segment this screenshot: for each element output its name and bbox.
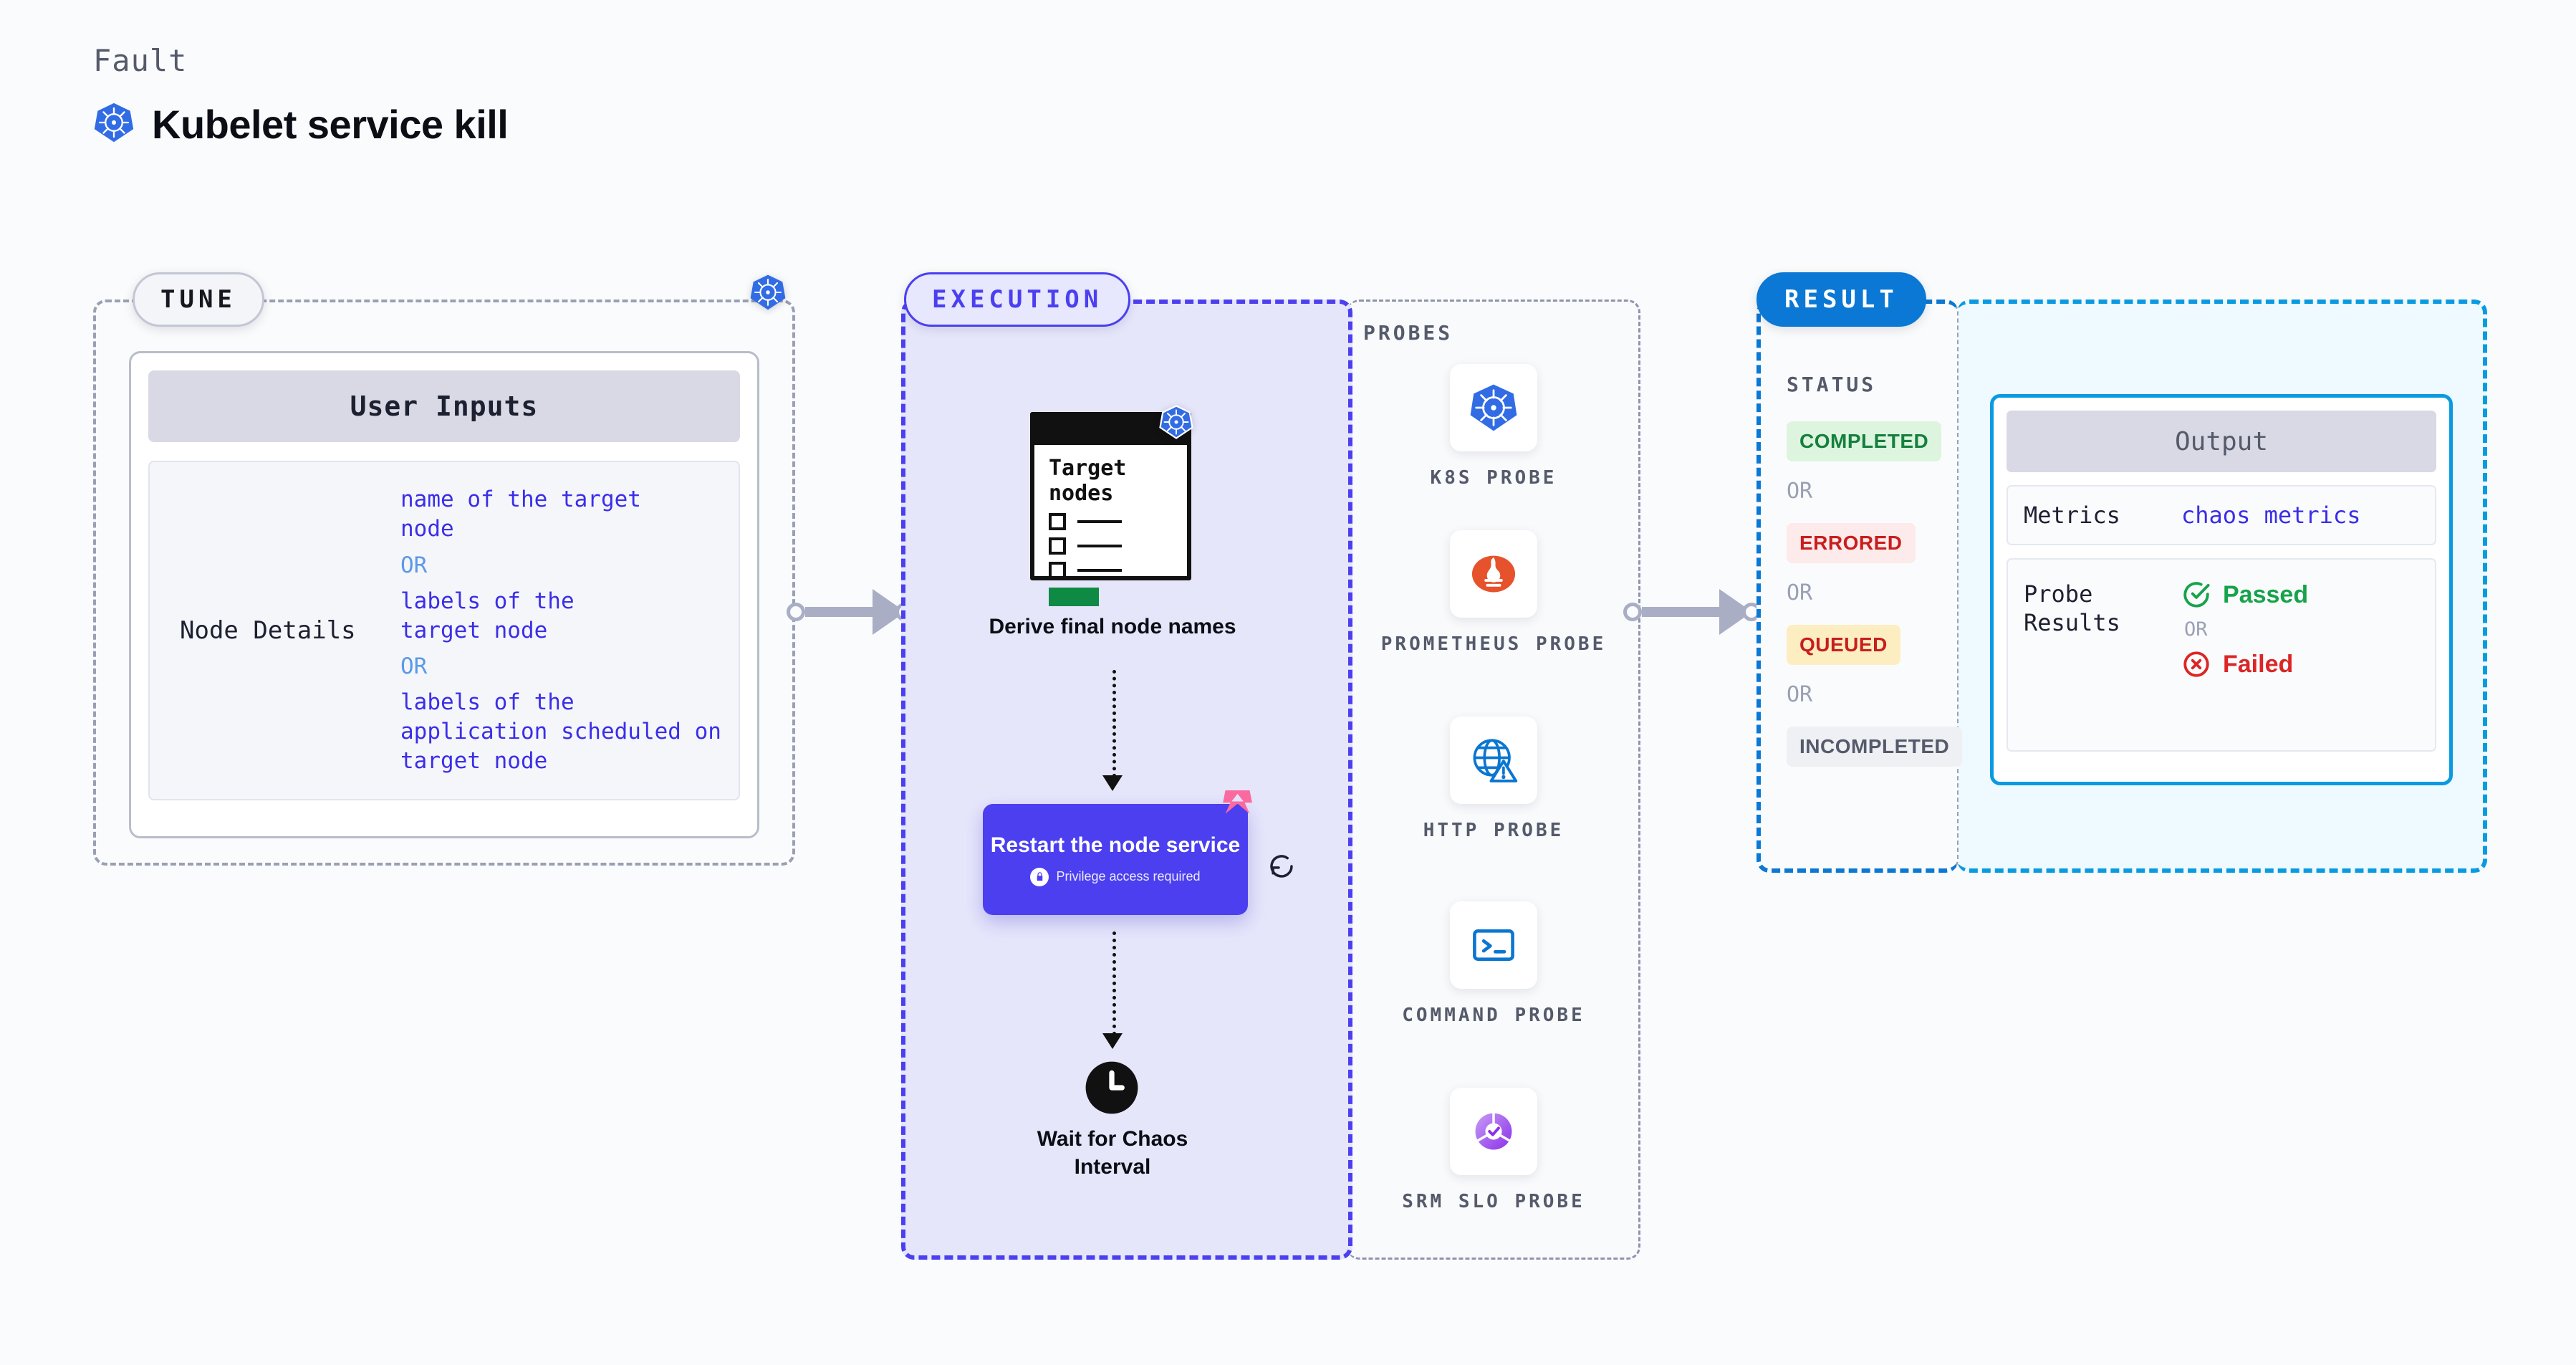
status-bar-green [1049, 588, 1099, 606]
tune-panel [93, 300, 795, 866]
node-detail-or: OR [400, 552, 428, 578]
derive-final-node-names-label: Derive final node names [989, 615, 1236, 638]
flow-connector [1112, 931, 1116, 1035]
checkbox-icon [1049, 513, 1066, 530]
status-or: OR [1787, 682, 1813, 707]
harness-logo-icon [1218, 785, 1259, 830]
user-inputs-header: User Inputs [148, 370, 740, 442]
status-badge-completed: COMPLETED [1787, 421, 1942, 461]
node-details-values: name of the target node OR labels of the… [400, 485, 724, 776]
probe-label: K8S PROBE [1430, 467, 1557, 489]
connector-start-dot [1623, 603, 1642, 621]
lock-icon [1030, 867, 1049, 886]
node-detail-or: OR [400, 653, 428, 680]
page-title: Kubelet service kill [152, 102, 509, 147]
user-inputs-card: User Inputs Node Details name of the tar… [129, 351, 759, 838]
probe-item-prometheus[interactable]: PROMETHEUS PROBE [1347, 530, 1640, 658]
metrics-label: Metrics [2024, 502, 2120, 529]
status-badge-queued: QUEUED [1787, 625, 1900, 665]
kubernetes-icon [749, 274, 787, 315]
result-status-panel [1756, 300, 1959, 873]
checkbox-icon [1049, 562, 1066, 579]
terminal-icon [1450, 901, 1537, 989]
probes-label: PROBES [1363, 321, 1453, 345]
clock-icon [1085, 1060, 1139, 1119]
status-badge-errored: ERRORED [1787, 523, 1916, 563]
page-header: Fault Kubelet service kill [93, 43, 509, 148]
probe-label: COMMAND PROBE [1402, 1005, 1585, 1026]
probe-item-command[interactable]: COMMAND PROBE [1347, 901, 1640, 1030]
stage-badge-result[interactable]: RESULT [1756, 272, 1926, 327]
fault-eyebrow: Fault [93, 43, 188, 78]
list-line [1077, 569, 1122, 572]
chaos-metrics-link[interactable]: chaos metrics [2181, 502, 2361, 529]
wait-for-chaos-interval-label: Wait for Chaos Interval [1037, 1127, 1188, 1179]
connector-shaft [1642, 607, 1721, 617]
fault-title-row: Kubelet service kill [93, 101, 509, 148]
card-body: Target nodes [1034, 445, 1187, 606]
node-details-label: Node Details [180, 616, 356, 645]
flow-connector [1112, 670, 1116, 777]
probe-results-values: Passed OR Failed [2181, 580, 2308, 679]
status-label: STATUS [1787, 373, 1877, 396]
kubernetes-icon [93, 102, 135, 147]
node-details-row: Node Details name of the target node OR … [148, 461, 740, 800]
flow-arrowhead [1102, 1033, 1123, 1053]
output-header: Output [2007, 411, 2436, 472]
stage-badge-execution[interactable]: EXECUTION [904, 272, 1131, 327]
checklist-item [1049, 537, 1187, 555]
probe-item-http[interactable]: HTTP PROBE [1347, 717, 1640, 845]
x-circle-icon [2183, 651, 2209, 677]
privilege-note-text: Privilege access required [1056, 869, 1201, 884]
checklist-item [1049, 513, 1187, 530]
probe-result-or: OR [2184, 618, 2208, 641]
target-nodes-title: Target nodes [1049, 456, 1127, 506]
connector-shaft [805, 607, 874, 617]
status-or: OR [1787, 479, 1813, 504]
list-line [1077, 520, 1122, 523]
checkbox-icon [1049, 537, 1066, 555]
probe-result-passed: Passed [2181, 580, 2308, 610]
kubernetes-icon [1159, 405, 1193, 443]
srm-slo-donut-icon [1450, 1088, 1537, 1175]
stage-badge-tune[interactable]: TUNE [133, 272, 264, 327]
probe-item-srm-slo[interactable]: SRM SLO PROBE [1347, 1088, 1640, 1216]
globe-warning-icon [1450, 717, 1537, 804]
passed-label: Passed [2223, 580, 2309, 608]
metrics-row: Metrics chaos metrics [2007, 485, 2436, 545]
probe-results-label: Probe Results [2024, 580, 2120, 636]
probe-result-failed: Failed [2181, 649, 2308, 679]
privilege-note: Privilege access required [1030, 867, 1201, 886]
status-badge-incompleted: INCOMPLETED [1787, 727, 1963, 767]
node-detail-value: labels of the application scheduled on t… [400, 689, 721, 775]
flow-arrowhead [1102, 775, 1123, 795]
kubernetes-icon [1450, 364, 1537, 451]
node-detail-value: labels of the target node [400, 588, 575, 643]
probe-results-row: Probe Results Passed OR Failed [2007, 558, 2436, 752]
probe-item-k8s[interactable]: K8S PROBE [1347, 364, 1640, 492]
probe-label: SRM SLO PROBE [1402, 1191, 1585, 1212]
connector-tune-to-execution [787, 589, 914, 635]
check-circle-icon [2183, 582, 2210, 608]
refresh-icon[interactable] [1267, 851, 1297, 885]
failed-label: Failed [2223, 650, 2294, 678]
list-line [1077, 545, 1122, 547]
probe-label: PROMETHEUS PROBE [1380, 633, 1607, 655]
restart-node-service-label: Restart the node service [990, 833, 1241, 858]
connector-start-dot [787, 603, 805, 621]
target-nodes-card: Target nodes [1030, 412, 1191, 606]
status-or: OR [1787, 580, 1813, 605]
probe-label: HTTP PROBE [1423, 820, 1565, 841]
checklist-item [1049, 562, 1187, 579]
output-card: Output Metrics chaos metrics Probe Resul… [1990, 394, 2453, 785]
prometheus-icon [1450, 530, 1537, 618]
connector-execution-to-result [1623, 589, 1761, 635]
node-detail-value: name of the target node [400, 486, 641, 542]
restart-node-service-card[interactable]: Restart the node service Privilege acces… [983, 804, 1248, 915]
